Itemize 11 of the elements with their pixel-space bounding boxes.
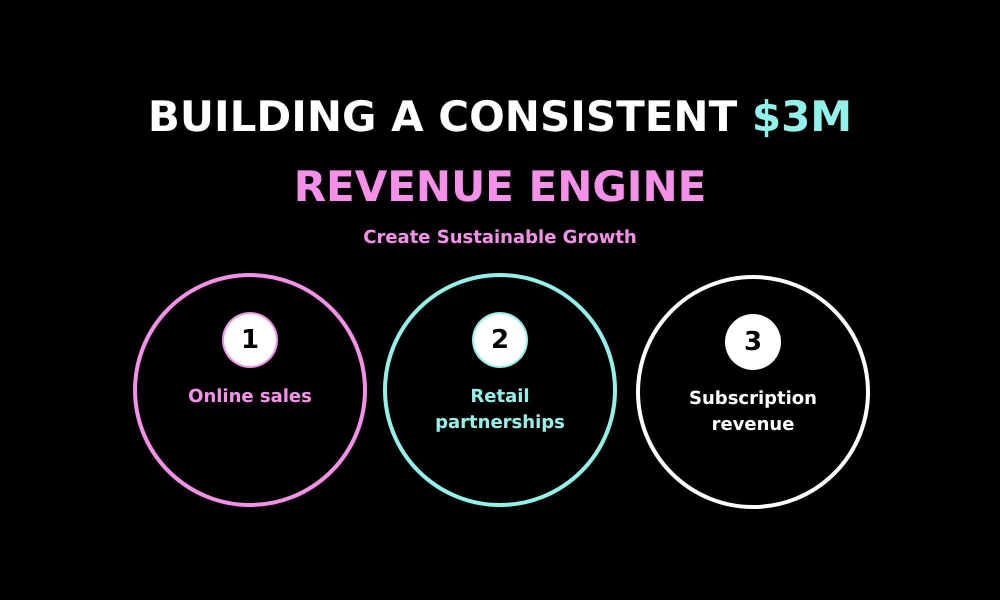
step-number: 1 — [224, 314, 276, 366]
step-label: Online sales — [187, 385, 313, 409]
step-number: 3 — [727, 316, 779, 368]
step-circle — [635, 274, 871, 510]
step-number: 2 — [474, 314, 526, 366]
step-label: Subscription revenue — [688, 387, 818, 437]
step-label: Retail partnerships — [434, 385, 566, 435]
subtitle: Create Sustainable Growth — [362, 226, 638, 250]
title: BUILDING A CONSISTENT $3M REVENUE ENGINE — [146, 91, 854, 213]
step-circle — [132, 272, 368, 508]
step-circle — [382, 272, 618, 508]
